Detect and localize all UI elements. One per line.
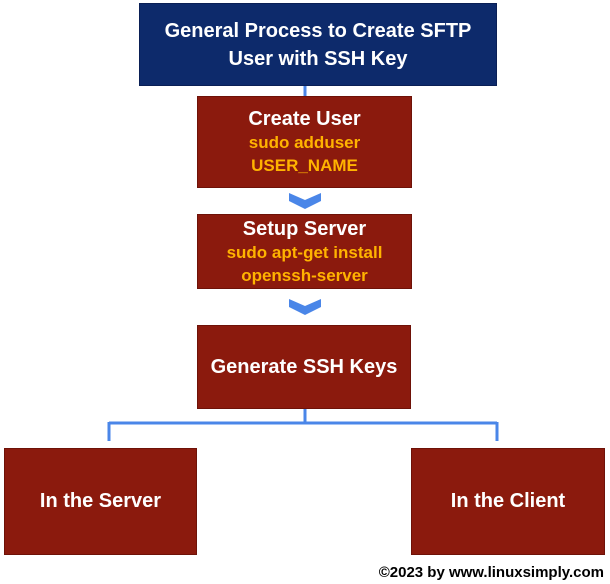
step-setup-server: Setup Server sudo apt-get install openss…	[197, 214, 412, 289]
step-command: USER_NAME	[251, 156, 358, 175]
step-generate-ssh-keys: Generate SSH Keys	[197, 325, 411, 409]
step-heading: Setup Server	[242, 217, 367, 240]
step-command: openssh-server	[241, 265, 368, 285]
step-command: sudo apt-get install	[226, 242, 383, 262]
branch-in-the-server: In the Server	[4, 448, 197, 555]
chevron-down-icon	[289, 299, 321, 315]
diagram-title: General Process to Create SFTP User with…	[139, 3, 497, 86]
copyright-credit: ©2023 by www.linuxsimply.com	[378, 564, 604, 581]
diagram-title-text: General Process to Create SFTP User with…	[164, 19, 472, 70]
step-create-user: Create User sudo adduser USER_NAME	[197, 96, 412, 188]
branch-in-the-client: In the Client	[411, 448, 605, 555]
branch-label: In the Client	[450, 490, 566, 512]
branch-connector	[107, 409, 499, 441]
branch-label: In the Server	[39, 490, 162, 512]
step-heading: Create User	[248, 108, 361, 130]
chevron-down-icon	[289, 193, 321, 209]
step-heading: Generate SSH Keys	[210, 355, 398, 378]
step-command: sudo adduser	[248, 133, 361, 152]
